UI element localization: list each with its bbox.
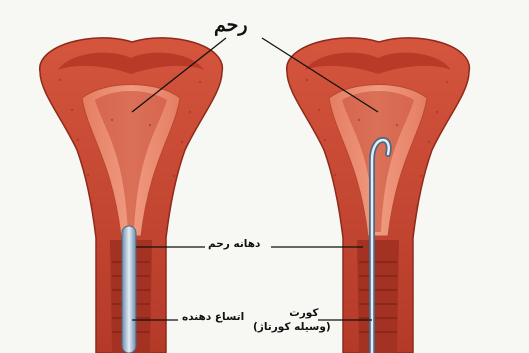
uterus-left <box>40 38 223 353</box>
uterus-label: رحم <box>214 14 248 36</box>
curette-label-line2: (وسیله کورتاژ) <box>253 320 331 334</box>
dilator-label: اتساع دهنده <box>182 311 244 323</box>
cervix-label: دهانه رحم <box>208 238 260 250</box>
curette-label-line1: کورت <box>253 306 331 320</box>
curette-label: کورت (وسیله کورتاژ) <box>253 306 331 334</box>
uterus-right-canal <box>357 240 399 353</box>
dilator-instrument <box>122 226 136 353</box>
